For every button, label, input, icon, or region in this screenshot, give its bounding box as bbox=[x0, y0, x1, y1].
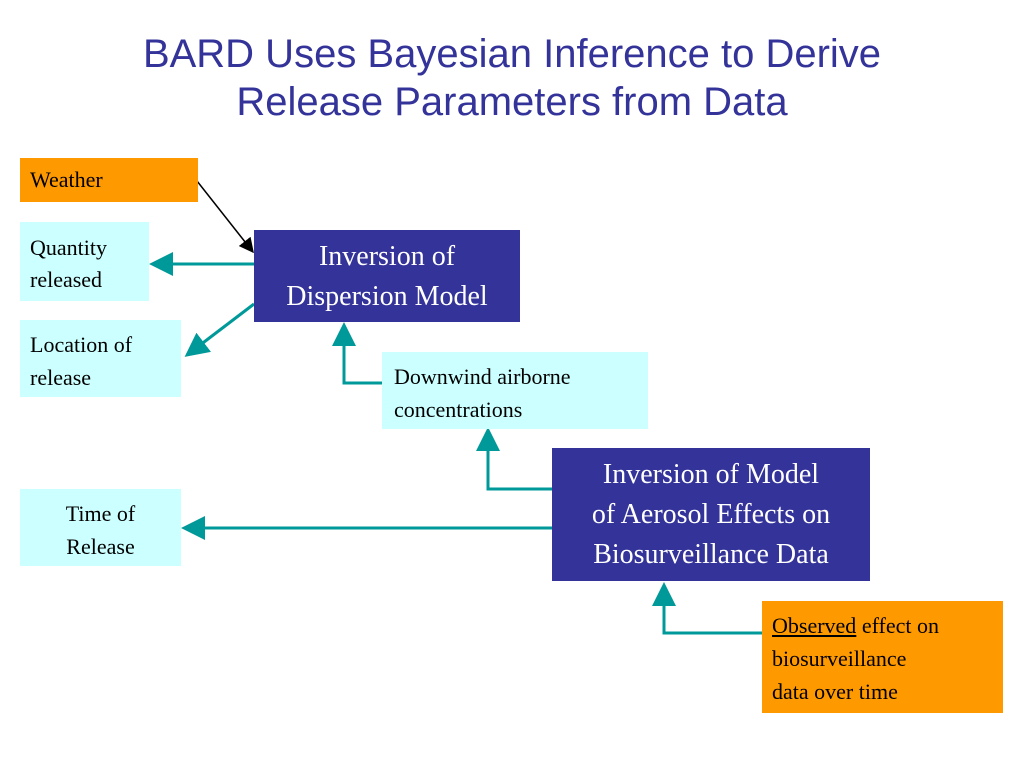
arrow-aerosol-to-downwind bbox=[476, 427, 552, 491]
inversion-aerosol-line1: Inversion of Model bbox=[602, 459, 820, 490]
arrow-dispersion-to-location bbox=[184, 302, 255, 357]
location-of-release-box: Location of release bbox=[20, 320, 181, 397]
observed-effect-line2: biosurveillance bbox=[772, 646, 907, 671]
inversion-dispersion-model-box: Inversion of Dispersion Model bbox=[254, 230, 520, 322]
time-of-release-box: Time of Release bbox=[20, 489, 181, 566]
time-of-release-line2: Release bbox=[66, 534, 135, 559]
weather-box: Weather bbox=[20, 158, 198, 202]
location-of-release-line2: release bbox=[30, 365, 92, 390]
downwind-concentrations-box: Downwind airborne concentrations bbox=[382, 352, 648, 429]
inversion-dispersion-line2: Dispersion Model bbox=[286, 281, 488, 312]
location-of-release-line1: Location of bbox=[30, 332, 133, 357]
arrow-observed-to-aerosol bbox=[652, 582, 762, 635]
inversion-dispersion-line1: Inversion of bbox=[318, 241, 456, 272]
inversion-aerosol-line2: of Aerosol Effects on bbox=[591, 499, 831, 530]
arrow-weather-to-dispersion bbox=[196, 180, 254, 254]
quantity-released-line1: Quantity bbox=[30, 235, 107, 260]
quantity-released-box: Quantity released bbox=[20, 222, 149, 301]
time-of-release-line1: Time of bbox=[65, 501, 136, 526]
observed-effect-box: Observed effect on biosurveillance data … bbox=[762, 601, 1003, 713]
weather-label: Weather bbox=[30, 167, 103, 192]
observed-effect-line3: data over time bbox=[772, 679, 898, 704]
slide-title-line2: Release Parameters from Data bbox=[236, 80, 788, 124]
arrow-downwind-to-dispersion bbox=[332, 322, 382, 385]
inversion-aerosol-line3: Biosurveillance Data bbox=[593, 539, 829, 570]
slide-title-line1: BARD Uses Bayesian Inference to Derive bbox=[142, 32, 882, 76]
quantity-released-line2: released bbox=[30, 267, 103, 292]
inversion-aerosol-model-box: Inversion of Model of Aerosol Effects on… bbox=[552, 448, 870, 581]
downwind-concentrations-line2: concentrations bbox=[394, 397, 523, 422]
observed-effect-underlined-word: Observed bbox=[772, 613, 857, 638]
observed-effect-line1: Observed effect on bbox=[772, 609, 1003, 642]
slide-title: BARD Uses Bayesian Inference to Derive R… bbox=[0, 30, 1024, 126]
observed-effect-line1-rest: effect on bbox=[856, 613, 939, 638]
downwind-concentrations-line1: Downwind airborne bbox=[394, 364, 571, 389]
